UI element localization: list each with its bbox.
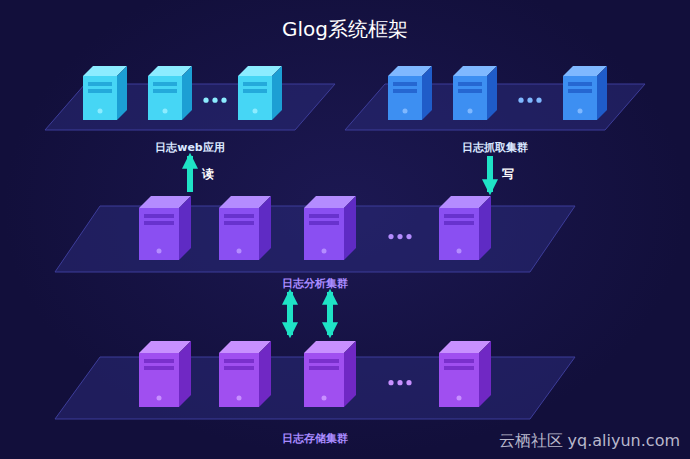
watermark: 云栖社区 yq.aliyun.com	[499, 431, 681, 452]
cluster-platform: 日志分析集群	[55, 192, 575, 292]
cluster-platform: 日志抓取集群	[345, 60, 645, 156]
cluster-label: 日志存储集群	[278, 430, 352, 447]
cluster-platform: 日志存储集群	[55, 335, 575, 447]
flow-arrow	[287, 292, 293, 335]
platform-art	[55, 335, 575, 447]
cluster-label: 日志抓取集群	[458, 139, 532, 156]
flow-arrow	[487, 156, 493, 192]
edge-label: 写	[502, 166, 514, 183]
cluster-platform: 日志web应用	[45, 60, 335, 156]
edge-label: 读	[202, 166, 214, 183]
diagram-title: Glog系统框架	[282, 17, 408, 41]
flow-arrow	[327, 292, 333, 335]
cluster-label: 日志web应用	[151, 139, 229, 156]
title-wrap: Glog系统框架	[0, 16, 690, 43]
flow-arrow	[187, 156, 193, 192]
cluster-label: 日志分析集群	[278, 275, 352, 292]
